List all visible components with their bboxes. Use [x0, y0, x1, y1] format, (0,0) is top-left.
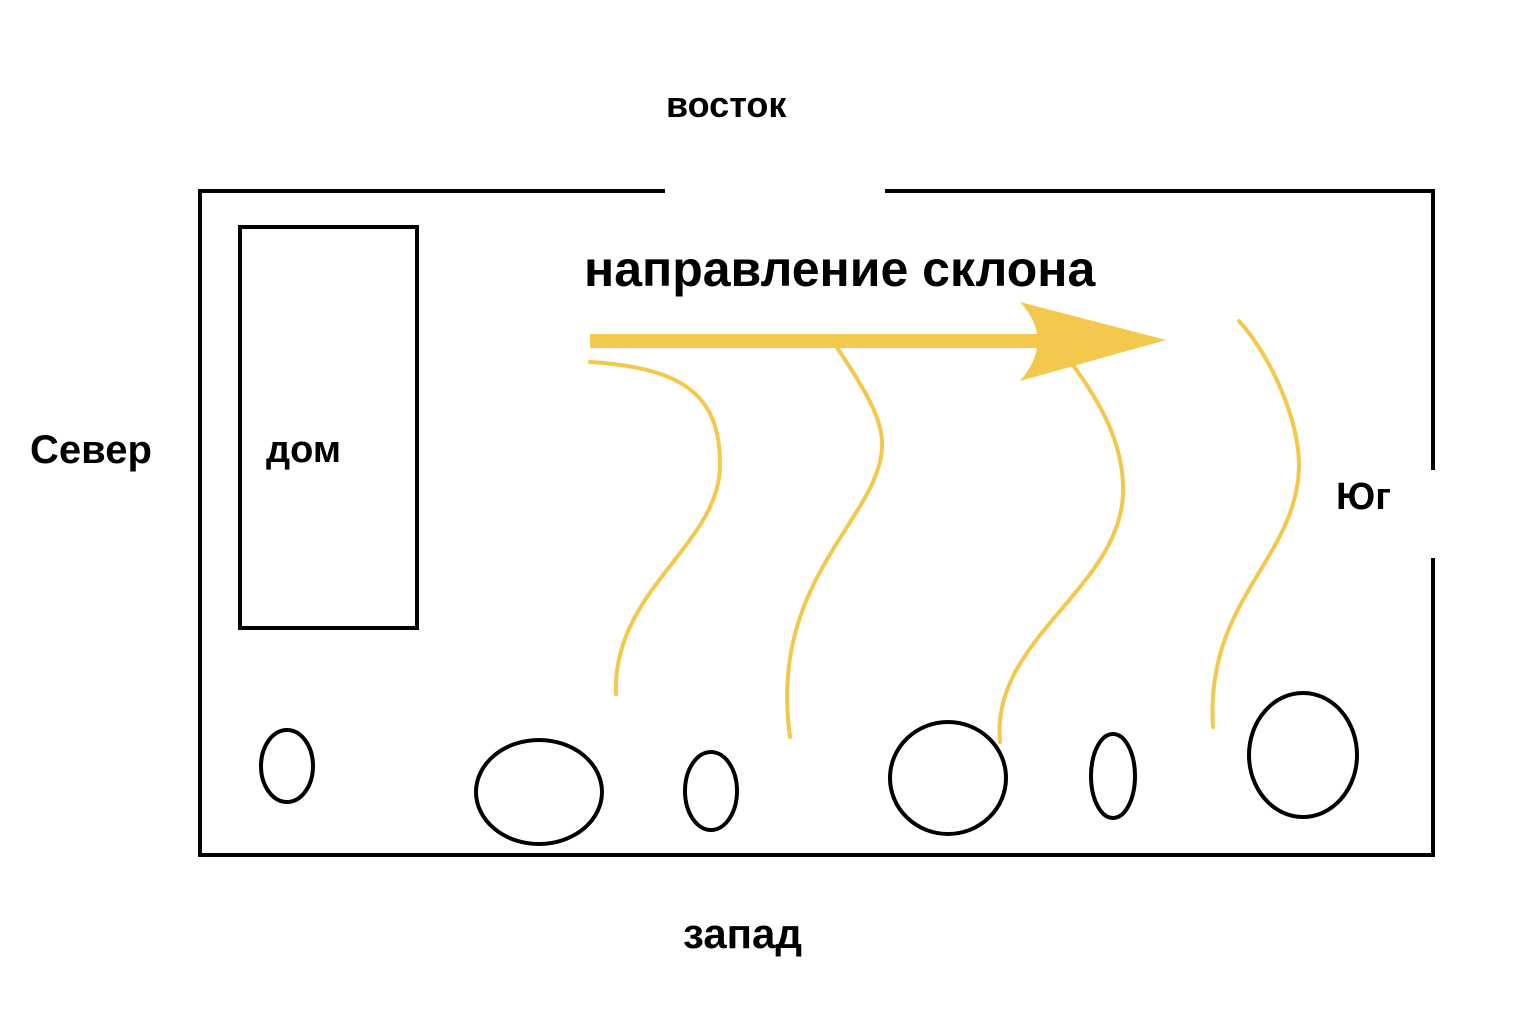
plot-boundary	[198, 189, 1435, 857]
flow-lines	[588, 319, 1302, 744]
trees-row	[259, 691, 1359, 846]
north-label: Север	[30, 428, 152, 472]
tree-6	[1247, 691, 1359, 819]
boundary-top-right-segment	[885, 189, 1435, 470]
south-label: Юг	[1336, 476, 1391, 518]
tree-2	[474, 738, 604, 846]
west-label: запад	[683, 910, 802, 957]
slope-arrow-shaft	[590, 334, 1075, 348]
flow-line-2	[785, 344, 885, 739]
slope-arrow-head	[1020, 302, 1166, 381]
house-label: дом	[266, 429, 341, 471]
boundary-top-left-segment	[198, 189, 1435, 857]
slope-direction-arrow	[590, 302, 1166, 381]
tree-3	[683, 750, 739, 832]
house: дом	[238, 225, 419, 630]
flow-line-3	[997, 354, 1126, 744]
east-label: восток	[666, 84, 787, 125]
tree-4	[888, 720, 1008, 836]
house-outline	[238, 225, 419, 630]
flow-line-4	[1210, 319, 1302, 729]
flow-line-1	[588, 360, 723, 696]
tree-5	[1089, 732, 1137, 820]
tree-1	[259, 728, 315, 804]
slope-direction-label: направление склона	[584, 241, 1096, 297]
